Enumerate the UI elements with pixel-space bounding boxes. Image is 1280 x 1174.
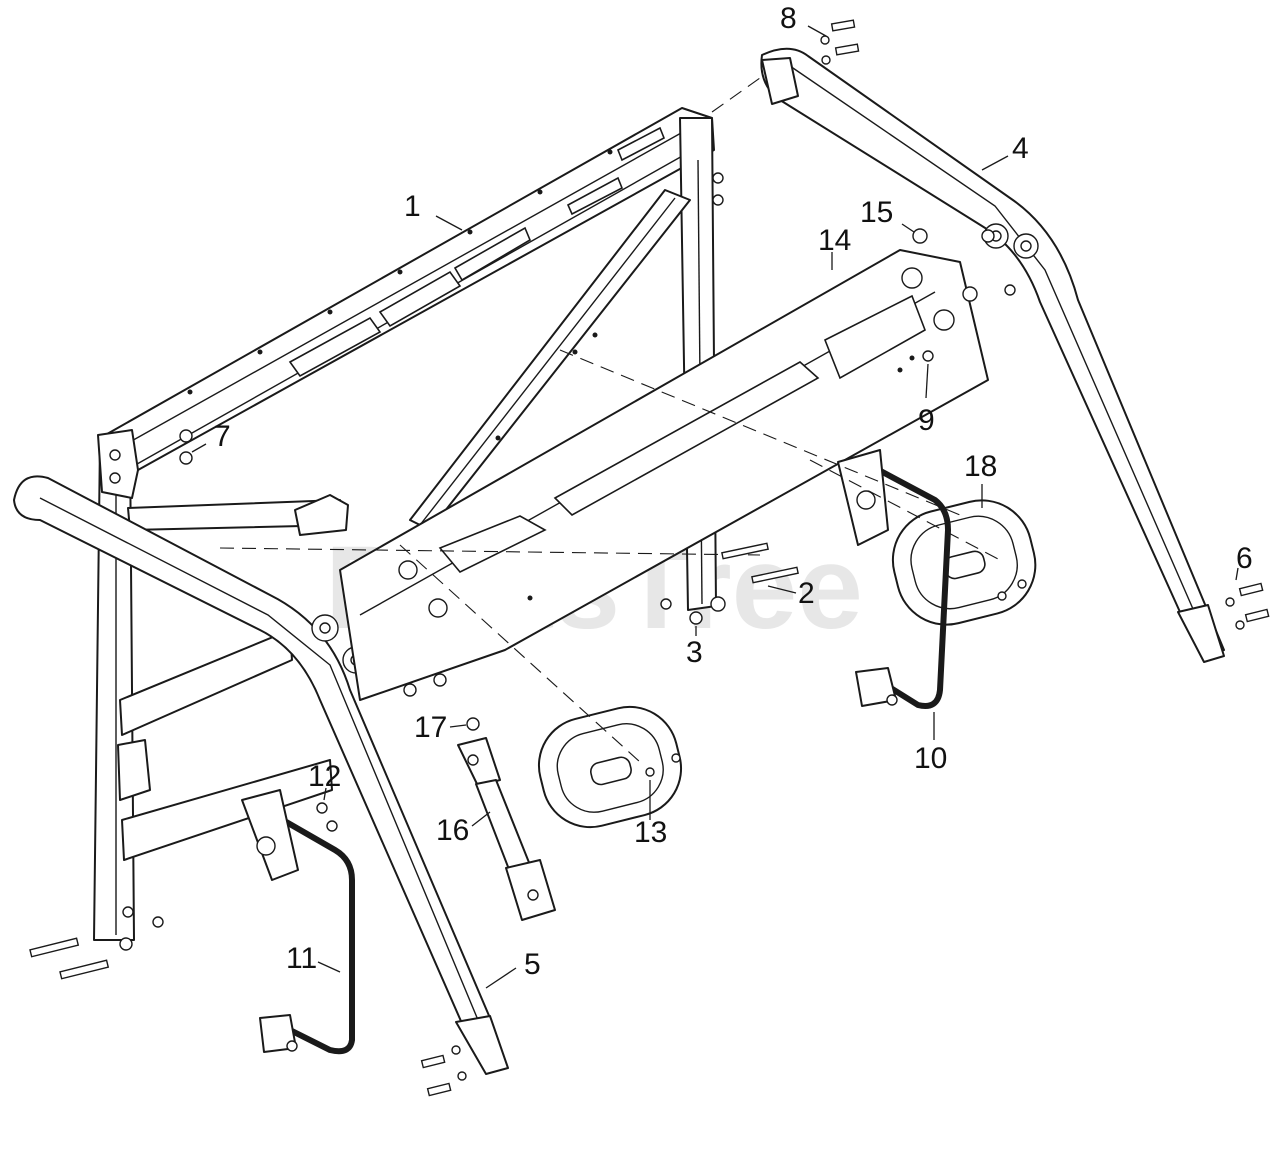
callout-10: 10 [914, 742, 947, 775]
callout-1: 1 [404, 190, 421, 223]
callout-11: 11 [286, 942, 317, 975]
callout-3: 3 [686, 636, 703, 669]
rear-frame [93, 107, 717, 941]
right-seat-pad [891, 499, 1037, 626]
callout-6: 6 [1236, 542, 1253, 575]
right-roll-bar [760, 47, 1225, 663]
callout-18: 18 [964, 450, 997, 483]
callout-5: 5 [524, 948, 541, 981]
callout-15: 15 [860, 196, 893, 229]
alignment-lines [219, 77, 1001, 763]
callout-17: 17 [414, 711, 447, 744]
callout-4: 4 [1012, 132, 1029, 165]
callouts: 1 2 3 4 5 6 7 8 9 10 11 12 13 14 15 16 1… [214, 2, 1253, 981]
callout-14: 14 [818, 224, 851, 257]
callout-8: 8 [780, 2, 797, 35]
callout-2: 2 [798, 577, 815, 610]
hardware [29, 19, 1270, 1097]
strut-bar [457, 737, 556, 921]
leader-lines [191, 25, 1239, 989]
right-grab-handle [837, 449, 952, 709]
left-grab-handle [241, 789, 355, 1055]
left-roll-bar [13, 475, 509, 1075]
callout-16: 16 [436, 814, 469, 847]
callout-9: 9 [918, 404, 935, 437]
callout-7: 7 [214, 420, 231, 453]
center-seat-pad [537, 705, 683, 829]
cross-panel [339, 249, 989, 701]
callout-13: 13 [634, 816, 667, 849]
callout-12: 12 [308, 760, 341, 793]
